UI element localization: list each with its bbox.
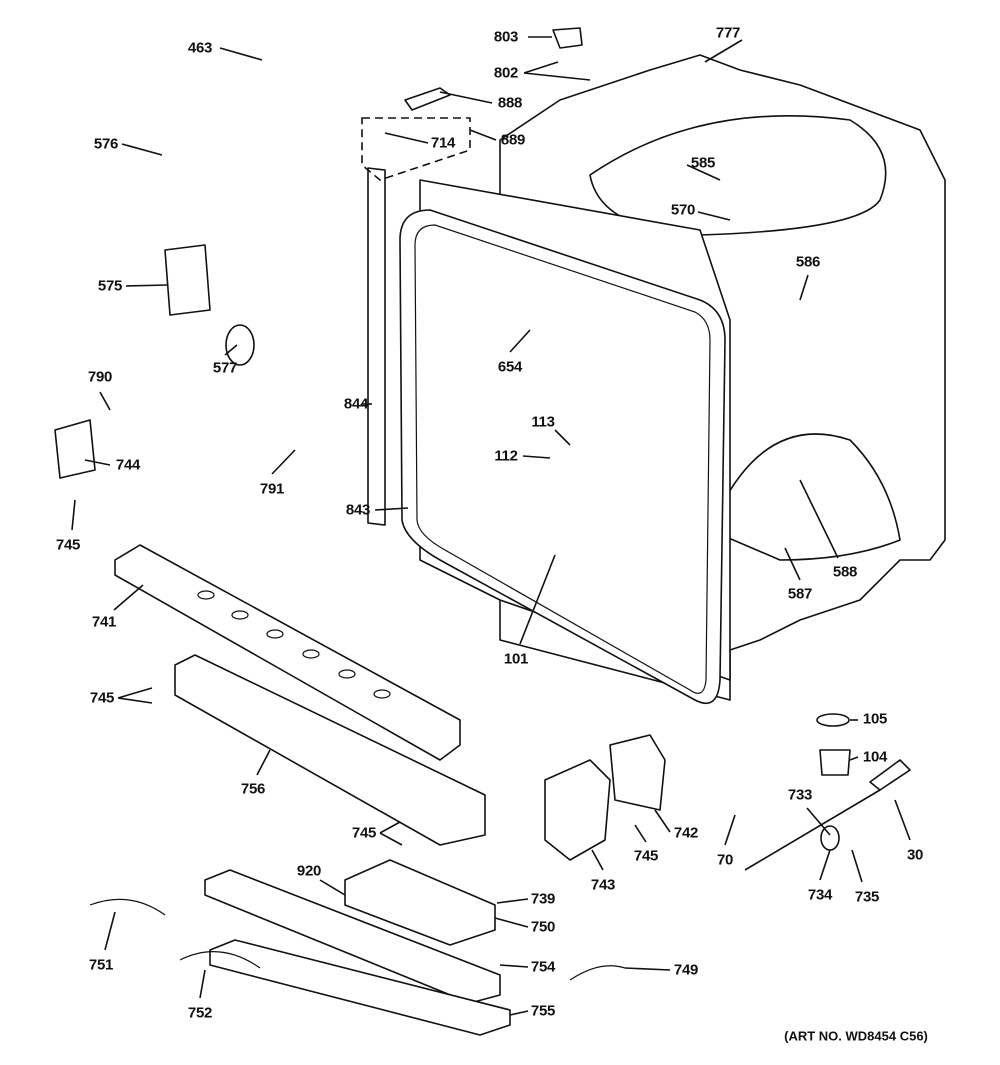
part-803	[552, 27, 583, 49]
callout-577: 577	[212, 359, 238, 377]
callout-844: 844	[343, 395, 369, 413]
panel-756	[174, 654, 486, 846]
callout-588: 588	[832, 563, 858, 581]
callout-920: 920	[296, 862, 322, 880]
water-valve	[54, 419, 96, 479]
callout-745-c: 745	[351, 824, 377, 842]
callout-587: 587	[787, 585, 813, 603]
callout-30: 30	[906, 846, 924, 864]
spring-30	[869, 759, 911, 791]
callout-741: 741	[91, 613, 117, 631]
cable-733	[744, 789, 881, 871]
callout-777: 777	[715, 24, 741, 42]
pulley-734	[820, 825, 840, 851]
callout-802: 802	[493, 64, 519, 82]
ring-105	[816, 713, 850, 727]
part-104	[819, 749, 851, 776]
callout-734: 734	[807, 886, 833, 904]
callout-755: 755	[530, 1002, 556, 1020]
callout-749: 749	[673, 961, 699, 979]
panel-754	[204, 869, 501, 1004]
callout-889: 889	[500, 131, 526, 149]
callout-585: 585	[690, 154, 716, 172]
callout-888: 888	[497, 94, 523, 112]
harness-751	[89, 898, 166, 916]
callout-745-b: 745	[89, 689, 115, 707]
bracket-742	[609, 734, 666, 811]
callout-735: 735	[854, 888, 880, 906]
callout-101: 101	[503, 650, 529, 668]
callout-803: 803	[493, 28, 519, 46]
door-gasket	[399, 209, 726, 705]
harness-749	[569, 965, 626, 981]
callout-576: 576	[93, 135, 119, 153]
callout-756: 756	[240, 780, 266, 798]
panel-755	[209, 939, 511, 1036]
callout-744: 744	[115, 456, 141, 474]
callout-463: 463	[187, 39, 213, 57]
harness-752	[179, 951, 261, 969]
callout-586: 586	[795, 253, 821, 271]
strip-844	[367, 167, 386, 526]
callout-752: 752	[187, 1004, 213, 1022]
callout-742: 742	[673, 824, 699, 842]
art-number: (ART NO. WD8454 C56)	[784, 1028, 928, 1044]
callout-791: 791	[259, 480, 285, 498]
panel-holes	[197, 590, 391, 699]
callout-714: 714	[430, 134, 456, 152]
callout-745-a: 745	[55, 536, 81, 554]
fitting-575	[164, 244, 211, 316]
callout-790: 790	[87, 368, 113, 386]
callout-843: 843	[345, 501, 371, 519]
callout-743: 743	[590, 876, 616, 894]
callout-754: 754	[530, 958, 556, 976]
callout-104: 104	[862, 748, 888, 766]
leader-lines	[71, 36, 911, 1016]
callout-733: 733	[787, 786, 813, 804]
callout-70: 70	[716, 851, 734, 869]
part-888	[404, 87, 451, 111]
callout-105: 105	[862, 710, 888, 728]
callout-739: 739	[530, 890, 556, 908]
ring-577	[225, 324, 255, 366]
callout-750: 750	[530, 918, 556, 936]
callout-751: 751	[88, 956, 114, 974]
control-board	[344, 859, 496, 946]
group-889-outline	[361, 117, 471, 181]
callout-113: 113	[531, 413, 555, 431]
callout-654: 654	[497, 358, 523, 376]
callout-112: 112	[494, 447, 518, 465]
callout-745-d: 745	[633, 847, 659, 865]
callout-575: 575	[97, 277, 123, 295]
part-743	[544, 759, 611, 861]
callout-570: 570	[670, 201, 696, 219]
